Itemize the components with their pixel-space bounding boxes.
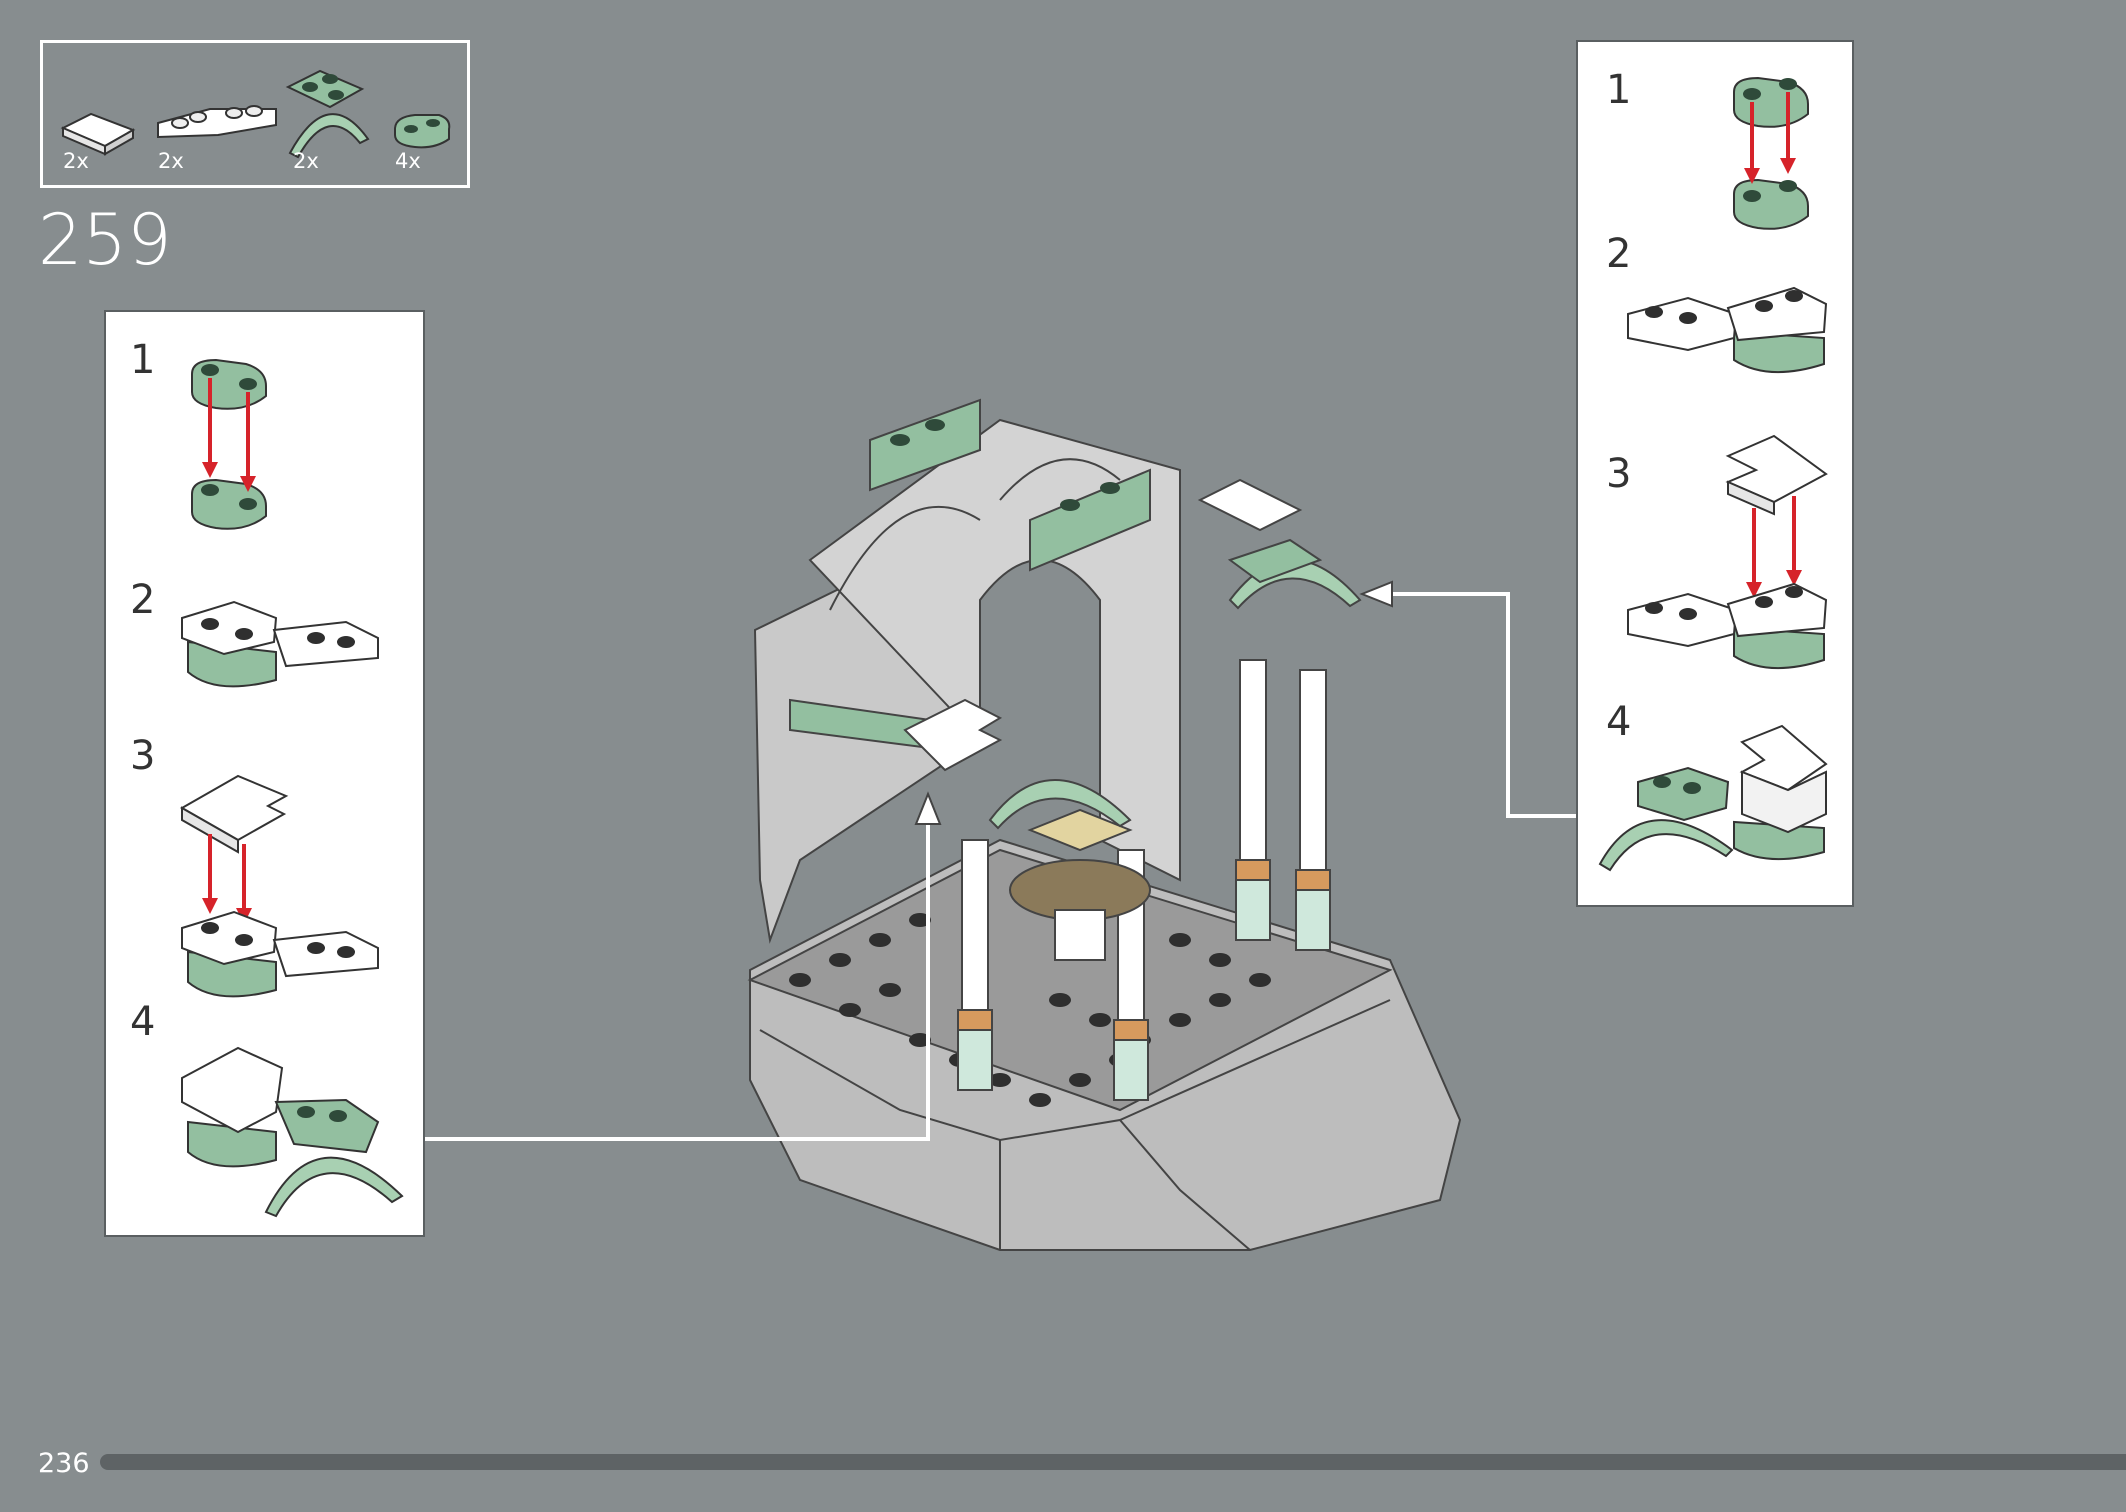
model-back-walls [753,398,1181,944]
step-number: 259 [38,199,172,281]
right-step4-assembly [1598,724,1828,872]
right-substep-4-label: 4 [1606,699,1632,745]
left-callout-pointer [425,791,942,1141]
sand-green-round-plate-icon [394,114,451,149]
left-substep-3-label: 3 [130,733,156,779]
left-substep-2-label: 2 [130,577,156,623]
left-step3-base [181,910,379,998]
right-substep-2-label: 2 [1606,231,1632,277]
model-columns-right [1235,659,1331,951]
left-substep-4-label: 4 [130,999,156,1045]
page-number: 236 [38,1448,90,1479]
right-substep-1-label: 1 [1606,67,1632,113]
parts-graphics [60,69,451,159]
left-subassembly-panel: 1 2 3 4 [104,310,425,1237]
right-subassembly-panel: 1 2 3 4 [1576,40,1854,907]
left-step2-assembly [181,600,379,688]
left-step1-red-arrows [202,378,256,492]
right-step3-base [1627,582,1828,669]
right-subassembly-graphics [1598,76,1828,872]
sand-green-curved-icon [285,69,370,159]
white-l-plate-icon [60,112,136,156]
right-callout-pointer [1359,580,1576,818]
left-substep-1-label: 1 [130,337,156,383]
right-substep-3-label: 3 [1606,451,1632,497]
right-step1-red-arrows [1744,92,1796,184]
part-qty-1: 2x [63,149,89,173]
parts-callout: 2x 2x 2x 4x [40,40,470,188]
progress-bar [100,1454,2126,1470]
right-step3-l-plate [1725,434,1828,516]
part-qty-4: 4x [395,149,421,173]
left-step4-assembly [181,1046,404,1218]
right-step2-assembly [1627,286,1828,373]
white-hinge-plate-icon [157,105,277,139]
left-step3-red-arrows [202,834,252,924]
part-qty-3: 2x [293,149,319,173]
model-new-parts [903,478,1362,830]
right-step3-red-arrows [1746,496,1802,598]
left-subassembly-graphics [179,358,404,1218]
part-qty-2: 2x [158,149,184,173]
left-step3-l-plate [179,774,289,854]
model-central-feature [1009,808,1151,961]
model-columns-left [957,839,1149,1101]
